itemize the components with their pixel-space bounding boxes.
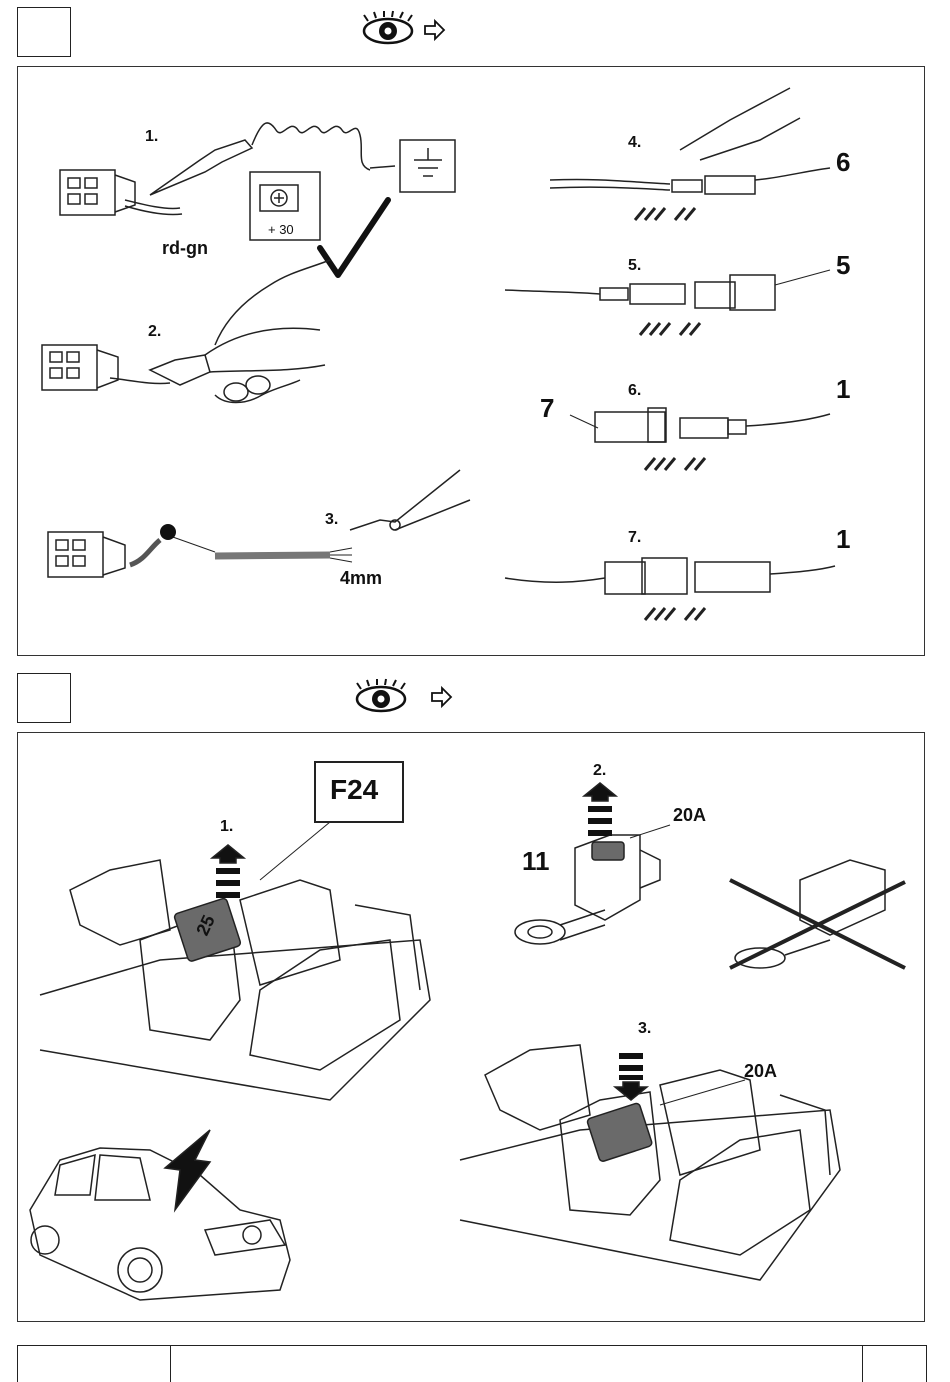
- footer-cell-2: [170, 1346, 171, 1382]
- fuse-20a-holder: [592, 842, 624, 860]
- fuse-rating-label-b: 20A: [744, 1061, 777, 1082]
- fuse-step-3-label: 3.: [638, 1020, 651, 1038]
- footer-cell-3: [862, 1346, 863, 1382]
- part-number-11: 11: [522, 846, 550, 877]
- fuse-illustrations: [0, 0, 950, 1330]
- footer-table: [17, 1345, 927, 1382]
- fuse-20a-installed: [587, 1102, 653, 1162]
- fuse-reference-label: F24: [330, 774, 378, 806]
- fuse-rating-label-a: 20A: [673, 805, 706, 826]
- fuse-step-1-label: 1.: [220, 818, 233, 836]
- fuse-step-2-label: 2.: [593, 762, 606, 780]
